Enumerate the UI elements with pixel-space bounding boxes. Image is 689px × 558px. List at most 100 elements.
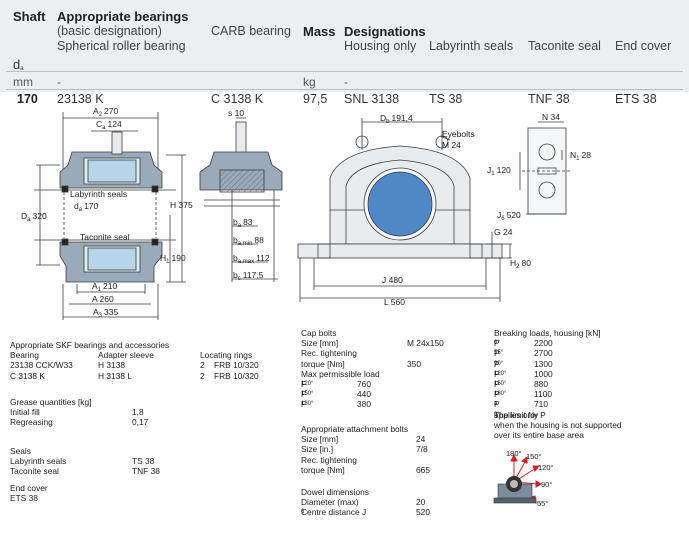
skf-row-sleeve: H 3138 L: [98, 370, 132, 381]
skf-col-locating: Locating rings: [200, 350, 253, 361]
value-labyrinth: TS 38: [429, 92, 463, 106]
breaking-value: 1000: [534, 368, 553, 379]
front-drawing: [297, 118, 512, 302]
header-designations: Designations: [344, 24, 426, 39]
header-basic-designation: (basic designation): [57, 24, 162, 38]
value-shaft: 170: [17, 92, 38, 106]
header-shaft-symbol: da: [13, 57, 24, 72]
cap-load-value: 380: [357, 399, 371, 410]
header-spherical-roller: Spherical roller bearing: [57, 39, 186, 53]
cap-size-value: M 24x150: [407, 338, 444, 349]
breaking-value: 880: [534, 378, 548, 389]
attach-torque-value: 665: [416, 464, 430, 475]
skf-row-sleeve: H 3138: [98, 360, 126, 371]
breaking-value: 1300: [534, 358, 553, 369]
skf-row-locating-qty: 2: [200, 360, 205, 371]
grease-title: Grease quantities [kg]: [10, 397, 92, 407]
skf-col-sleeve: Adapter sleeve: [98, 350, 154, 361]
attach-size-in-label: Size [in.]: [301, 444, 334, 455]
attach-title: Appropriate attachment bolts: [301, 424, 409, 434]
side-drawing: [199, 117, 283, 282]
seal-value: TS 38: [132, 456, 155, 467]
breaking-value: 2200: [534, 338, 553, 349]
label-s10: s 10: [228, 108, 244, 118]
header-shaft: Shaft: [13, 9, 46, 24]
value-taconite: TNF 38: [528, 92, 570, 106]
angle-55: 55°: [537, 499, 548, 508]
unit-mass: kg: [303, 75, 316, 89]
attachment-bolts-section: Appropriate attachment bolts Size [mm] 2…: [301, 424, 491, 475]
skf-row-bearing: 23138 CCK/W33: [10, 360, 73, 371]
skf-row-bearing: C 3138 K: [10, 370, 45, 381]
seals-section: Seals Labyrinth seals TS 38 Taconite sea…: [10, 446, 210, 503]
unit-bearing: -: [57, 75, 61, 89]
value-housing: SNL 3138: [344, 92, 400, 106]
cap-size-label: Size [mm]: [301, 338, 339, 349]
header-carb-bearing: CARB bearing: [211, 24, 291, 38]
header-labyrinth-seals: Labyrinth seals: [429, 39, 514, 53]
grease-label: Initial fill: [10, 407, 40, 418]
label-H375: H 375: [170, 200, 193, 210]
dowel-dia-label: Diameter (max): [301, 497, 359, 508]
angle-90: 90°: [541, 480, 552, 489]
seal-label: Labyrinth seals: [10, 456, 67, 467]
dowel-section: Dowel dimensions Diameter (max) 20 Centr…: [301, 487, 430, 518]
units-divider: [6, 89, 683, 90]
breaking-note: when the housing is not supported: [494, 419, 622, 430]
seal-label: Taconite seal: [10, 466, 59, 477]
label-J480: J 480: [382, 275, 403, 285]
label-A260: A 260: [92, 294, 114, 304]
angle-180: 180°: [506, 449, 522, 458]
attach-size-in-value: 7/8: [416, 444, 428, 455]
header-mass: Mass: [303, 24, 336, 39]
label-L560: L 560: [384, 297, 405, 307]
skf-col-bearing: Bearing: [10, 350, 39, 361]
grease-section: Grease quantities [kg] Initial fill 1,8 …: [10, 397, 210, 428]
breaking-value: 2700: [534, 348, 553, 359]
header-divider: [6, 71, 683, 72]
header-taconite-seal: Taconite seal: [528, 39, 601, 53]
grease-label: Regreasing: [10, 417, 53, 428]
attach-size-mm-label: Size [mm]: [301, 434, 339, 445]
label-lab-seals: Labyrinth seals: [70, 189, 127, 199]
load-direction-diagram: 180° 150° 120° 90° 55°: [493, 449, 554, 508]
skf-title: Appropriate SKF bearings and accessories: [10, 340, 170, 350]
seals-title: Seals: [10, 446, 31, 456]
header-end-cover: End cover: [615, 39, 672, 53]
end-cover-value: ETS 38: [10, 492, 38, 503]
label-taconite-seal: Taconite seal: [80, 232, 130, 242]
label-N34: N 34: [542, 112, 560, 122]
unit-designation: -: [344, 75, 348, 89]
value-spherical-bearing: 23138 K: [57, 92, 104, 106]
cap-rec: Rec. tightening: [301, 348, 357, 359]
cap-bolts-section: Cap bolts Size [mm] M 24x150 Rec. tighte…: [301, 328, 444, 410]
attach-size-mm-value: 24: [416, 434, 426, 445]
label-G24: G 24: [494, 227, 513, 237]
cap-load-value: 440: [357, 389, 371, 400]
section-drawing: [34, 112, 186, 320]
dowel-cd-value: 520: [416, 507, 430, 518]
table-header: [0, 0, 689, 92]
cap-title: Cap bolts: [301, 328, 337, 338]
grease-value: 1,8: [132, 407, 144, 418]
attach-rec: Rec. tightening: [301, 454, 357, 465]
cap-load-value: 760: [357, 378, 371, 389]
top-drawing: [519, 121, 570, 215]
dowel-dia-value: 20: [416, 497, 426, 508]
angle-150: 150°: [526, 452, 542, 461]
